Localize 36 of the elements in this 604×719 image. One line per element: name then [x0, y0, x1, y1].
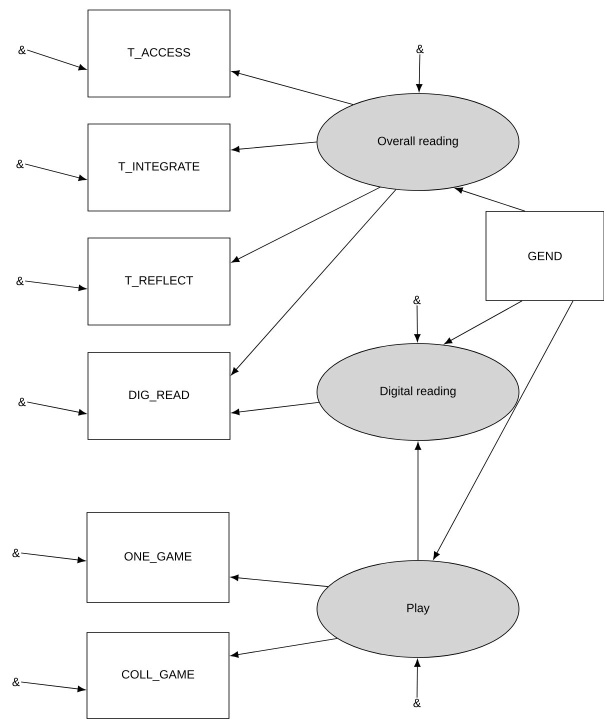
arrow	[230, 574, 328, 587]
arrow	[414, 659, 421, 698]
variable-box: T_ACCESS	[88, 10, 230, 98]
arrow	[24, 280, 86, 292]
arrow	[414, 305, 421, 342]
variable-box: COLL_GAME	[86, 632, 230, 719]
error-term: &	[416, 44, 424, 54]
error-term: &	[413, 698, 421, 708]
variable-box: GEND	[486, 211, 604, 301]
arrow	[232, 142, 317, 152]
arrow	[414, 442, 422, 560]
error-term: &	[18, 46, 26, 54]
arrow	[24, 164, 86, 181]
arrow	[20, 682, 86, 692]
arrow	[26, 402, 86, 416]
variable-box: ONE_GAME	[86, 512, 230, 603]
arrow	[231, 186, 380, 263]
arrow	[230, 638, 338, 658]
error-term: &	[18, 398, 26, 406]
variable-box: T_INTEGRATE	[88, 124, 230, 212]
error-term: &	[16, 160, 24, 168]
variable-box: DIG_READ	[88, 352, 230, 440]
arrow	[444, 300, 522, 344]
arrow	[20, 552, 86, 564]
arrow	[231, 189, 396, 376]
error-term: &	[12, 678, 20, 686]
variable-box: T_REFLECT	[88, 238, 230, 326]
error-term: &	[413, 296, 421, 304]
error-term: &	[16, 276, 24, 286]
arrow	[454, 187, 526, 212]
arrow	[232, 402, 320, 416]
arrow	[26, 50, 86, 70]
arrow	[433, 300, 574, 560]
error-term: &	[12, 548, 20, 558]
arrow	[416, 54, 422, 92]
arrow	[232, 70, 354, 105]
